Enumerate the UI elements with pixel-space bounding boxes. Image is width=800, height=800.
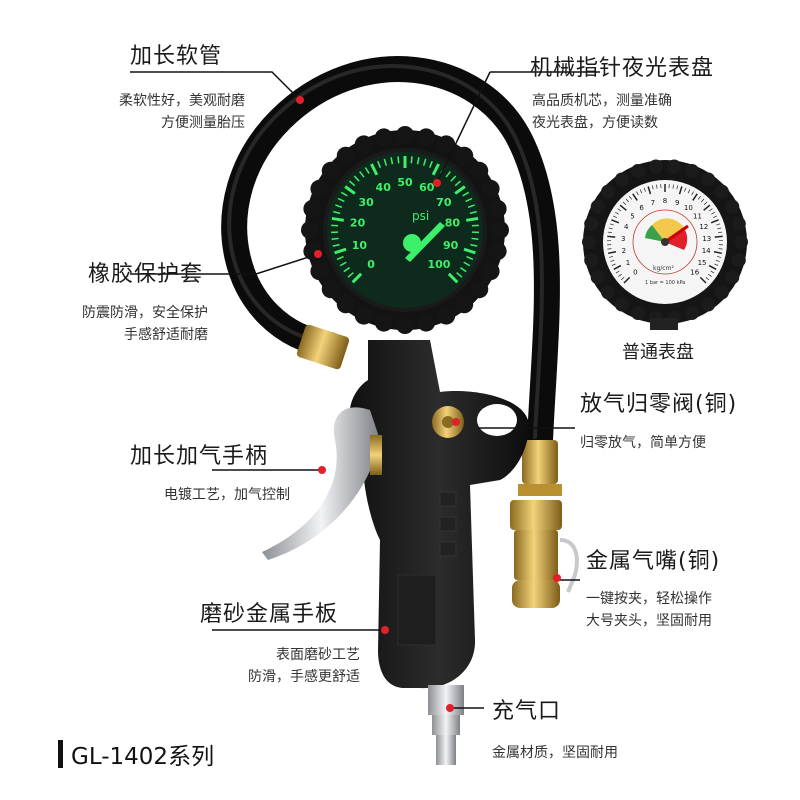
rubber-desc: 防震防滑，安全保护 手感舒适耐磨 [82,302,208,346]
nozzle-desc: 一键按夹，轻松操作 大号夹头，坚固耐用 [586,588,712,632]
inset-gauge-tick-label: 7 [651,199,655,207]
trigger-lever [262,407,380,560]
hose-desc: 柔软性好，美观耐磨 方便测量胎压 [119,90,245,134]
nozzle-title: 金属气嘴(铜) [586,549,721,574]
inset-caption: 普通表盘 [622,342,694,363]
valve-desc: 归零放气，简单方便 [580,432,706,454]
main-gauge-tick-label: 20 [350,216,366,229]
gun-body [349,340,529,689]
air-inlet [428,685,464,765]
model-name: GL-1402系列 [58,737,214,771]
rubber-desc-line-2: 手感舒适耐磨 [124,327,208,343]
inset-gauge-tick-label: 1 [626,259,630,267]
inset-gauge-tick-label: 14 [702,247,711,255]
callout-dots [296,96,561,712]
model-text: GL-1402系列 [71,744,215,770]
inlet-desc: 金属材质，坚固耐用 [492,742,618,764]
handle-desc-line-1: 电镀工艺，加气控制 [164,487,290,503]
rubber-desc-line-1: 防震防滑，安全保护 [82,305,208,321]
dial-title: 机械指针夜光表盘 [530,56,715,81]
inset-gauge-tick-label: 0 [633,269,637,277]
main-gauge-tick-label: 50 [397,176,413,189]
inset-gauge-tick-label: 2 [622,247,626,255]
air-chuck [510,500,579,608]
inlet-desc-line-1: 金属材质，坚固耐用 [492,745,618,761]
inset-gauge-tick-label: 9 [675,199,679,207]
main-gauge-tick-label: 10 [352,239,368,252]
inset-gauge-tick-label: 10 [684,204,693,212]
inset-gauge-tick-label: 13 [702,235,711,243]
main-gauge-tick-label: 90 [443,239,459,252]
inset-gauge-unit: kg/cm² [653,265,674,272]
model-bar [58,740,63,768]
inset-gauge-tick-label: 16 [690,269,699,277]
hose [221,56,560,453]
handle-desc: 电镀工艺，加气控制 [164,484,290,506]
hose-title: 加长软管 [130,44,223,69]
hose-desc-line-1: 柔软性好，美观耐磨 [119,93,245,109]
inset-gauge-footer: 1 bar = 100 kPa [645,280,685,286]
nozzle-desc-line-2: 大号夹头，坚固耐用 [586,613,712,629]
main-gauge-tick-label: 30 [359,196,375,209]
main-gauge-tick-label: 0 [367,258,375,271]
inset-gauge-tick-label: 5 [630,212,634,220]
inset-gauge-tick-label: 3 [621,235,625,243]
main-gauge-tick-label: 40 [376,181,392,194]
hose-desc-line-2: 方便测量胎压 [161,115,245,131]
inset-gauge-tick-label: 12 [699,223,708,231]
grip-desc-line-2: 防滑，手感更舒适 [248,669,360,685]
main-gauge-tick-label: 80 [445,216,461,229]
grip-title: 磨砂金属手板 [200,602,339,627]
leader-lines [130,71,600,709]
main-gauge-tick-label: 60 [419,181,435,194]
hose-fitting-right [522,440,558,484]
valve-desc-line-1: 归零放气，简单方便 [580,435,706,451]
dial-desc-line-2: 夜光表盘，方便读数 [532,115,658,131]
inlet-title: 充气口 [492,699,562,724]
grip-desc-line-1: 表面磨砂工艺 [276,647,360,663]
inset-gauge-tick-label: 8 [663,197,667,205]
hose-fitting-left [296,324,350,370]
inset-gauge-tick-label: 4 [624,223,629,231]
inset-gauge-tick-label: 6 [639,204,644,212]
inset-gauge-tick-label: 15 [698,259,707,267]
handle-title: 加长加气手柄 [130,444,269,469]
main-gauge-unit: psi [412,209,429,223]
grip-desc: 表面磨砂工艺 防滑，手感更舒适 [248,644,360,688]
dial-desc-line-1: 高品质机芯，测量准确 [532,93,672,109]
nozzle-desc-line-1: 一键按夹，轻松操作 [586,591,712,607]
rubber-title: 橡胶保护套 [88,262,204,287]
inset-gauge-tick-label: 11 [693,212,702,220]
dial-desc: 高品质机芯，测量准确 夜光表盘，方便读数 [532,90,672,134]
valve-title: 放气归零阀(铜) [580,392,738,417]
main-gauge-tick-label: 70 [436,196,452,209]
main-gauge-tick-label: 100 [427,258,450,271]
